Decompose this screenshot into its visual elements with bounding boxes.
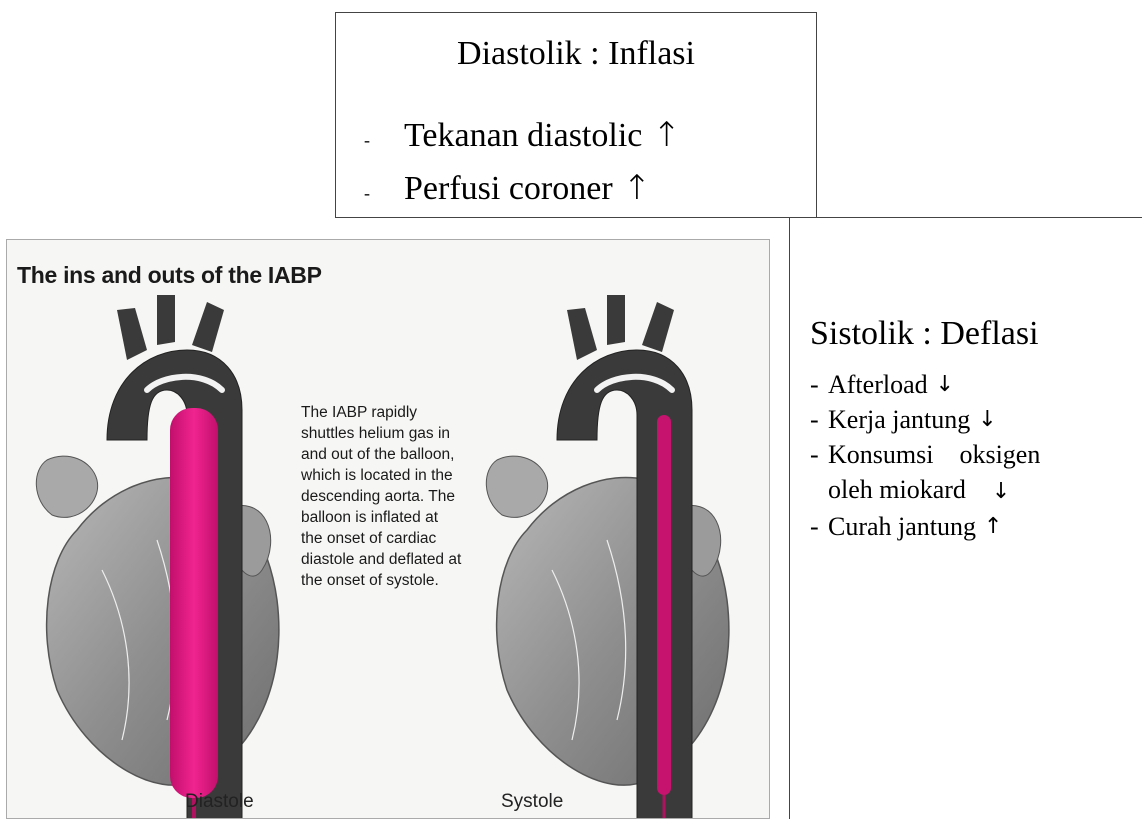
description-line: which is located in the <box>301 465 521 486</box>
deflated-balloon <box>657 415 671 795</box>
sistolik-item-text: Curah jantung <box>828 509 976 544</box>
divider-horizontal <box>817 217 1142 218</box>
up-arrow-icon: ↑ <box>623 164 652 212</box>
diastolik-title: Diastolik : Inflasi <box>336 35 816 73</box>
diastolik-item-text: Tekanan diastolic <box>404 112 642 160</box>
description-line: The IABP rapidly <box>301 402 521 423</box>
sistolik-item: - Curah jantung ↑ <box>810 509 1140 544</box>
diastole-label: Diastole <box>185 791 254 813</box>
up-arrow-icon: ↑ <box>652 111 681 159</box>
left-heart-illustration <box>36 295 279 819</box>
down-arrow-icon: ↓ <box>936 367 954 402</box>
description-line: the onset of systole. <box>301 570 521 591</box>
right-heart-illustration <box>486 295 729 819</box>
bullet-dash: - <box>364 169 404 217</box>
diastolik-item: - Tekanan diastolic ↑ <box>364 111 681 164</box>
down-arrow-icon: ↓ <box>978 402 996 437</box>
description-line: balloon is inflated at <box>301 507 521 528</box>
diastolik-item: - Perfusi coroner ↑ <box>364 164 681 217</box>
iabp-figure: The ins and outs of the IABP The IABP ra… <box>6 239 770 819</box>
description-line: descending aorta. The <box>301 486 521 507</box>
sistolik-title: Sistolik : Deflasi <box>810 315 1140 353</box>
bullet-dash: - <box>364 116 404 164</box>
sistolik-item-text: Kerja jantung <box>828 402 970 437</box>
bullet-dash: - <box>810 402 828 437</box>
diastolik-list: - Tekanan diastolic ↑ - Perfusi coroner … <box>364 111 681 217</box>
diastolik-box: Diastolik : Inflasi - Tekanan diastolic … <box>335 12 817 218</box>
sistolik-item-text-line2: oleh miokard ↓ <box>828 472 1040 509</box>
sistolik-panel: Sistolik : Deflasi - Afterload ↓ - Kerja… <box>810 315 1140 544</box>
down-arrow-icon: ↓ <box>992 479 1010 504</box>
divider-vertical <box>789 217 790 819</box>
sistolik-item: - Afterload ↓ <box>810 367 1140 402</box>
sistolik-item-text-block: Konsumsi oksigen oleh miokard ↓ <box>828 437 1040 509</box>
up-arrow-icon: ↑ <box>984 509 1002 544</box>
sistolik-item-text: Konsumsi oksigen <box>828 437 1040 472</box>
description-line: diastole and deflated at <box>301 549 521 570</box>
diastolik-item-text: Perfusi coroner <box>404 165 613 213</box>
systole-label: Systole <box>501 791 563 813</box>
sistolik-item-text-cont: oleh miokard <box>828 475 966 504</box>
figure-title: The ins and outs of the IABP <box>17 262 322 289</box>
bullet-dash: - <box>810 367 828 402</box>
inflated-balloon <box>170 408 218 798</box>
sistolik-item-text: Afterload <box>828 367 928 402</box>
bullet-dash: - <box>810 437 828 509</box>
description-line: the onset of cardiac <box>301 528 521 549</box>
description-line: and out of the balloon, <box>301 444 521 465</box>
description-line: shuttles helium gas in <box>301 423 521 444</box>
figure-description: The IABP rapidly shuttles helium gas in … <box>301 402 521 591</box>
bullet-dash: - <box>810 509 828 544</box>
sistolik-item: - Kerja jantung ↓ <box>810 402 1140 437</box>
sistolik-item: - Konsumsi oksigen oleh miokard ↓ <box>810 437 1140 509</box>
